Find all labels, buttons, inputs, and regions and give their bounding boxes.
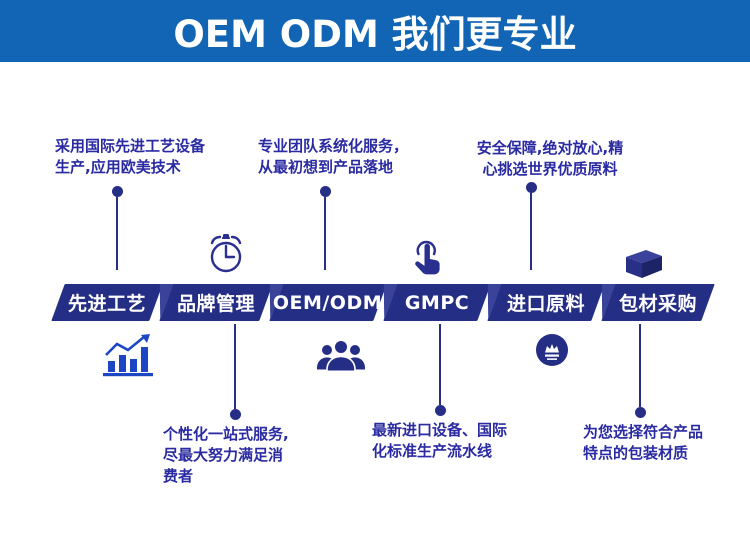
cube-icon	[626, 250, 662, 278]
pin-line	[323, 197, 327, 270]
step-imported-materials: 进口原料	[487, 284, 605, 321]
note-advanced-process: 采用国际先进工艺设备 生产,应用欧美技术	[55, 136, 205, 178]
step-oem-odm: OEM/ODM	[269, 284, 387, 321]
note-line: 费者	[163, 467, 194, 485]
note-line: 专业团队系统化服务，	[258, 137, 409, 155]
pin-dot	[111, 186, 123, 197]
pin-line	[233, 324, 237, 409]
note-line: 为您选择符合产品	[583, 423, 704, 441]
note-line: 尽最大努力满足消	[163, 446, 284, 464]
pin-line	[438, 324, 442, 405]
step-brand-management: 品牌管理	[159, 284, 273, 321]
note-line: 采用国际先进工艺设备	[55, 137, 206, 155]
header-banner: OEM ODM 我们更专业	[0, 0, 750, 62]
connector-pin-top-2	[319, 186, 331, 270]
alarm-clock-icon	[210, 234, 242, 273]
step-label: 先进工艺	[67, 293, 146, 315]
note-personalized-service: 个性化一站式服务, 尽最大努力满足消 费者	[163, 424, 289, 487]
pin-dot	[634, 407, 646, 418]
step-label: OEM/ODM	[273, 291, 383, 314]
process-step-banner: 先进工艺 品牌管理 OEM/ODM GMPC 进口原料 包材采购	[51, 284, 715, 321]
bar-chart-icon	[103, 334, 153, 377]
oem-odm-diagram: 采用国际先进工艺设备 生产,应用欧美技术 专业团队系统化服务， 从最初想到产品落…	[0, 62, 750, 550]
connector-pin-bottom-2	[434, 324, 446, 416]
note-line: 生产,应用欧美技术	[55, 158, 181, 176]
connector-pin-bottom-3	[634, 324, 646, 418]
connector-pin-bottom-1	[229, 324, 241, 420]
step-label: 包材采购	[618, 293, 697, 315]
pin-line	[529, 193, 533, 270]
pin-dot	[434, 405, 446, 416]
note-line: 化标准生产流水线	[372, 442, 493, 460]
team-icon	[317, 339, 365, 373]
pin-dot	[525, 182, 537, 193]
pin-dot	[319, 186, 331, 197]
note-packaging-material: 为您选择符合产品 特点的包装材质	[583, 422, 703, 464]
note-line: 最新进口设备、国际	[372, 421, 508, 439]
pin-line	[638, 324, 642, 407]
note-imported-equipment: 最新进口设备、国际 化标准生产流水线	[372, 420, 507, 462]
note-line: 个性化一站式服务,	[163, 425, 289, 443]
step-label: GMPC	[404, 291, 470, 314]
connector-pin-top-3	[525, 182, 537, 270]
note-line: 从最初想到产品落地	[258, 158, 394, 176]
note-line: 安全保障,绝对放心,精	[476, 139, 624, 157]
pin-dot	[229, 409, 241, 420]
note-safety-guarantee: 安全保障,绝对放心,精 心挑选世界优质原料	[450, 138, 650, 180]
step-label: 品牌管理	[176, 293, 255, 315]
note-line: 心挑选世界优质原料	[482, 160, 618, 178]
step-advanced-process: 先进工艺	[51, 284, 163, 321]
click-hand-icon	[415, 240, 440, 275]
pin-line	[115, 197, 119, 270]
step-packaging-purchase: 包材采购	[601, 284, 715, 321]
connector-pin-top-1	[111, 186, 123, 270]
note-line: 特点的包装材质	[583, 444, 689, 462]
step-gmpc: GMPC	[383, 284, 491, 321]
page-title: OEM ODM 我们更专业	[173, 13, 577, 56]
step-label: 进口原料	[506, 293, 585, 315]
note-professional-team: 专业团队系统化服务， 从最初想到产品落地	[258, 136, 408, 178]
badge-icon	[536, 334, 568, 366]
